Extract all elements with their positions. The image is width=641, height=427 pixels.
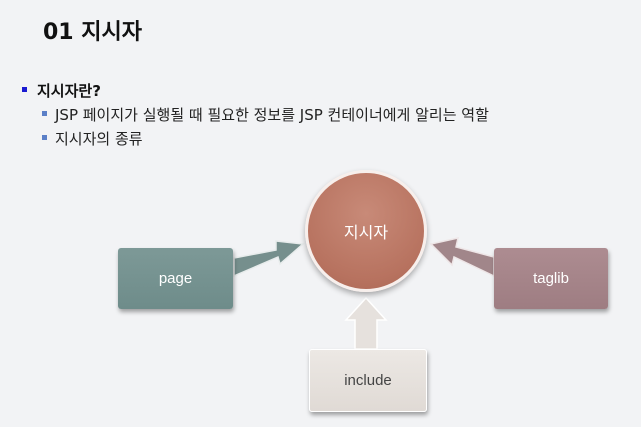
arrow-left-icon xyxy=(429,237,495,278)
slide-title: 01 지시자 xyxy=(43,20,142,45)
sub-bullet-text: JSP 페이지가 실행될 때 필요한 정보를 JSP 컨테이너에게 알리는 역할 xyxy=(55,106,489,124)
sub-bullet-text: 지시자의 종류 xyxy=(55,130,143,148)
main-bullet-text: 지시자란? xyxy=(37,82,101,100)
taglib-box-label: taglib xyxy=(533,270,569,287)
taglib-box: taglib xyxy=(494,248,608,309)
include-box: include xyxy=(309,349,427,412)
main-bullet: 지시자란? xyxy=(22,80,101,101)
bullet-square-icon xyxy=(22,87,27,92)
center-node-label: 지시자 xyxy=(343,223,389,242)
page-box-label: page xyxy=(158,270,193,287)
center-node: 지시자 xyxy=(305,170,427,292)
include-box-label: include xyxy=(344,372,392,389)
arrow-right-icon xyxy=(233,240,305,278)
bullet-square-icon xyxy=(42,111,47,116)
arrow-up-icon xyxy=(344,296,388,350)
sub-bullet: JSP 페이지가 실행될 때 필요한 정보를 JSP 컨테이너에게 알리는 역할 xyxy=(42,104,489,125)
bullet-square-icon xyxy=(42,135,47,140)
page-box: page xyxy=(118,248,233,309)
sub-bullet: 지시자의 종류 xyxy=(42,128,143,149)
